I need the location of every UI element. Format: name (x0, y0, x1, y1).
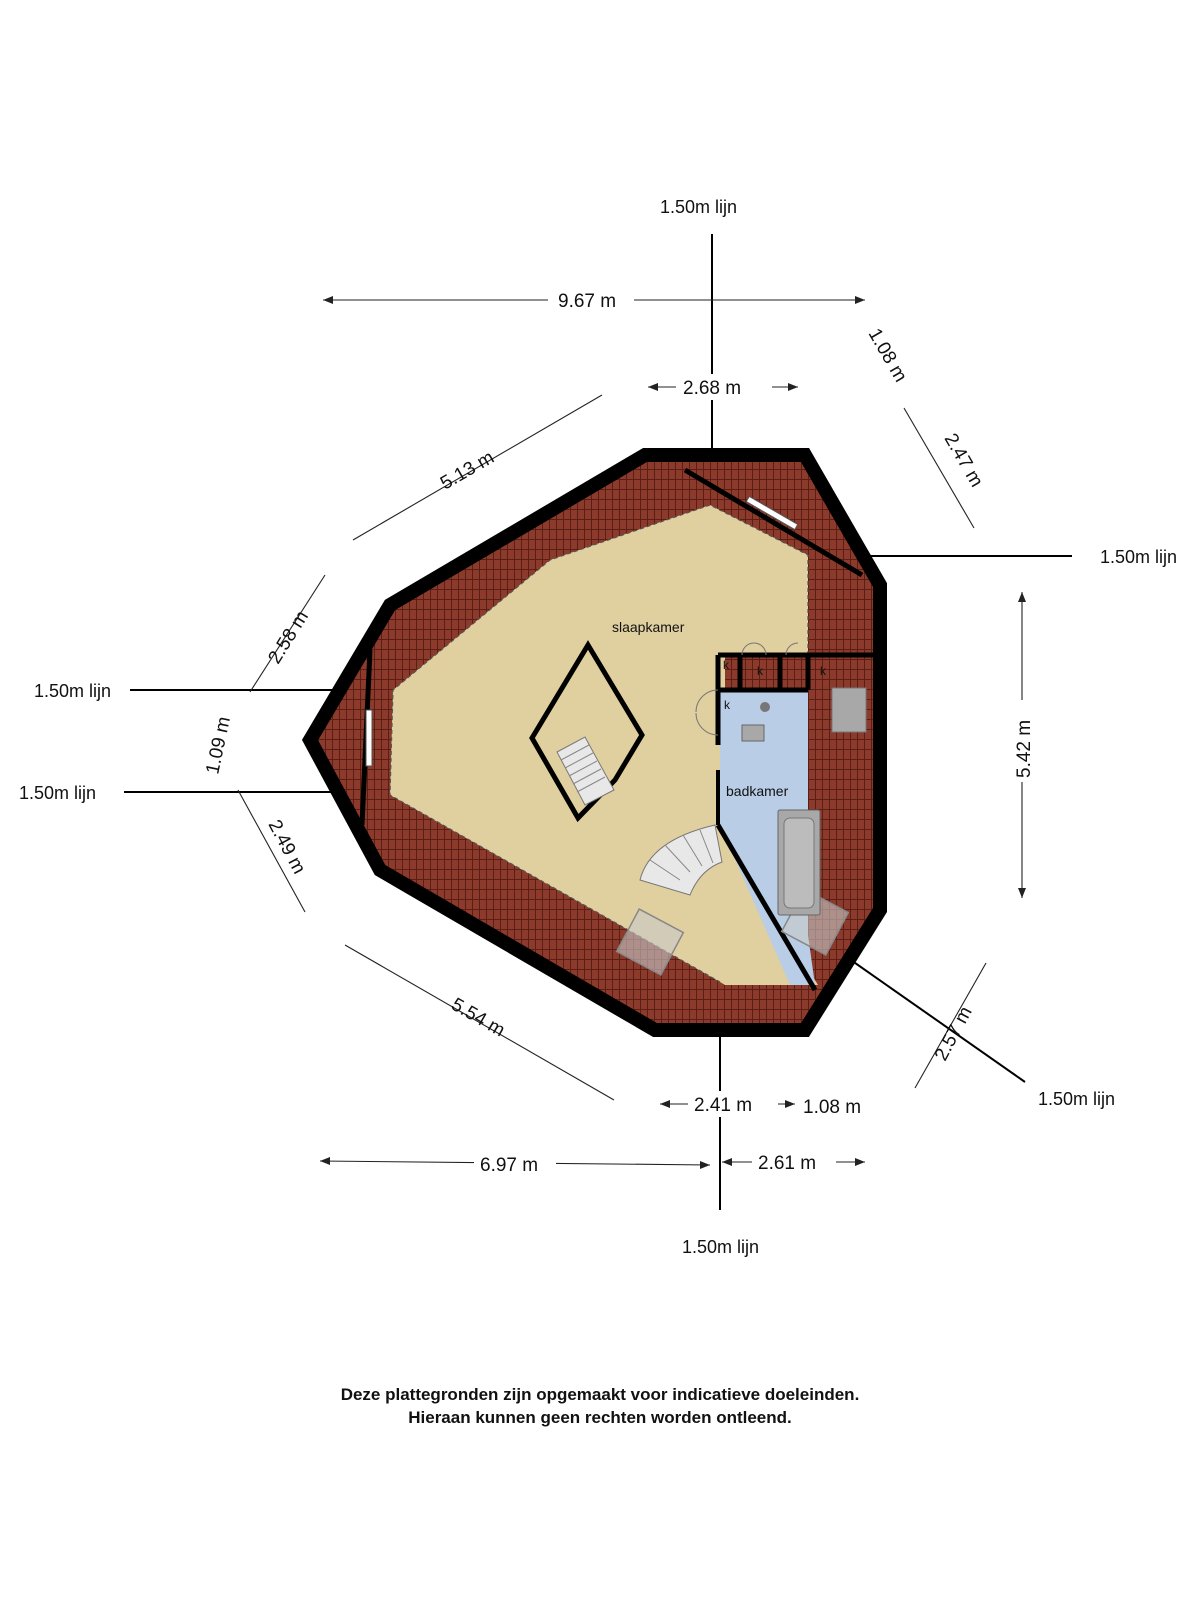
dim-bottom-total-left: 6.97 m (480, 1155, 538, 1176)
dim-line-right-upper (903, 407, 975, 529)
room-label-kast-3: k (820, 664, 827, 678)
dim-arrowheads (320, 296, 1026, 1169)
dim-lower-left-slope: 5.54 m (448, 994, 509, 1041)
dim-line-upper-left-slope (352, 394, 603, 541)
dim-line-left-lower (237, 789, 306, 913)
lijn-label-bottom: 1.50m lijn (682, 1237, 759, 1257)
window-left (365, 709, 373, 767)
straight-stairs (556, 736, 615, 806)
room-label-kast-1: k (723, 658, 730, 672)
disclaimer: Deze plattegronden zijn opgemaakt voor i… (0, 1383, 1200, 1429)
disclaimer-line-2: Hieraan kunnen geen rechten worden ontle… (408, 1408, 792, 1427)
cabinet-block (831, 687, 867, 733)
spiral-stairs (639, 824, 723, 896)
dim-upper-left-slope: 5.13 m (437, 447, 498, 494)
room-label-kast-2: k (757, 664, 764, 678)
disclaimer-line-1: Deze plattegronden zijn opgemaakt voor i… (340, 1385, 860, 1404)
lijn-label-left-lower: 1.50m lijn (19, 783, 96, 803)
dim-bottom-total-right: 2.61 m (758, 1153, 816, 1174)
lijn-label-left-upper: 1.50m lijn (34, 681, 111, 701)
dim-left-lower: 2.49 m (264, 816, 310, 877)
dim-line-lower-left-slope (344, 944, 615, 1101)
dim-line-left-upper (249, 574, 326, 693)
dim-top-inner: 2.68 m (683, 378, 741, 399)
interior-walls (359, 467, 873, 992)
bathtub-inner (783, 817, 815, 909)
lijn-right-lower (847, 957, 1026, 1083)
outer-wall (301, 448, 887, 1037)
dim-lower-right-slope: 2.57 m (931, 1003, 977, 1064)
slaapkamer-floor-edge (389, 504, 809, 983)
washbasin (741, 724, 765, 742)
dim-left-middle: 1.09 m (202, 715, 235, 776)
dim-bottom-inner-left: 2.41 m (694, 1095, 752, 1116)
lijn-label-right-upper: 1.50m lijn (1100, 547, 1177, 567)
skylight-lower-left (615, 908, 685, 976)
dim-right-side: 5.42 m (1014, 720, 1035, 778)
room-label-badkamer: badkamer (726, 783, 789, 799)
dim-left-upper: 2.58 m (264, 607, 313, 667)
window-upper (745, 495, 799, 531)
lijn-label-top: 1.50m lijn (660, 197, 737, 217)
dim-right-upper-1: 1.08 m (864, 325, 911, 386)
dim-top-total: 9.67 m (558, 291, 616, 312)
room-label-kast-4: k (724, 698, 731, 712)
dim-bottom-inner-right: 1.08 m (803, 1097, 861, 1118)
room-label-slaapkamer: slaapkamer (612, 619, 685, 635)
dim-line-lower-right-slope (914, 962, 987, 1089)
door-swings (695, 642, 799, 736)
shower-drain (760, 702, 770, 712)
lijn-label-right-lower: 1.50m lijn (1038, 1089, 1115, 1109)
